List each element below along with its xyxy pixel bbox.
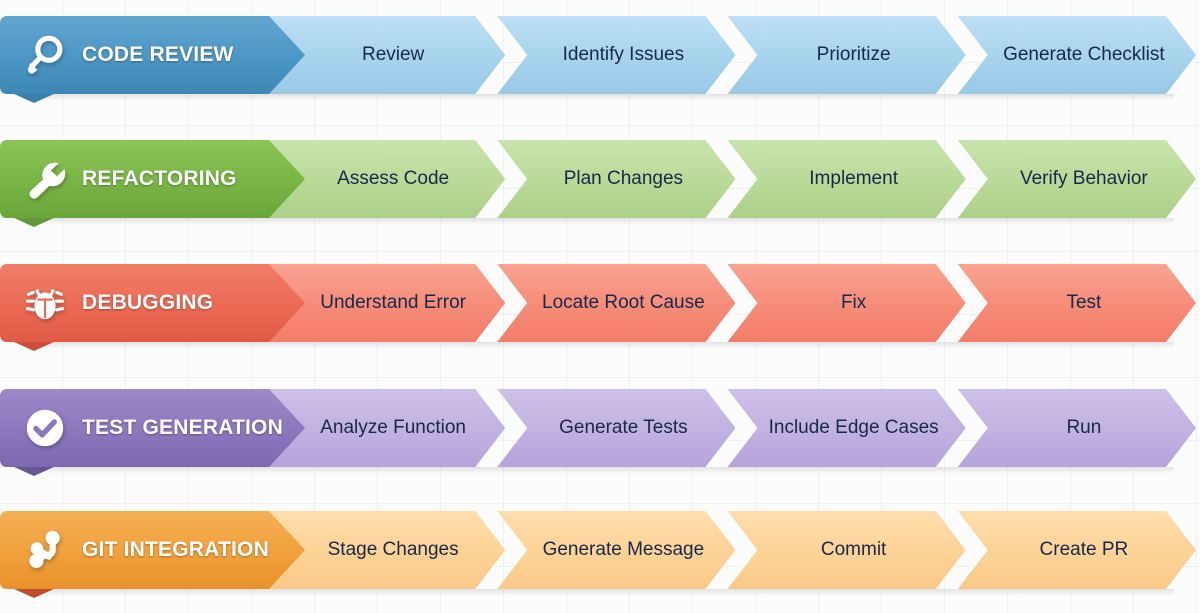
step-chevron[interactable]: Include Edge Cases [728,389,966,467]
step-label: Prioritize [816,44,891,65]
step-chevrons-git-integration: Stage Changes Generate Message Commit Creat… [275,511,1200,589]
step-label: Identify Issues [562,44,685,65]
row-shadow [40,467,1174,474]
row-header-refactoring[interactable]: REFACTORING [0,140,305,218]
step-chevrons-debugging: Understand Error Locate Root Cause Fix Test [275,264,1200,342]
magnifier-icon [22,32,68,78]
step-chevron[interactable]: Understand Error [267,264,505,342]
step-label: Understand Error [320,292,466,313]
row-title: TEST GENERATION [82,416,283,439]
row-title: CODE REVIEW [82,43,234,66]
step-label: Create PR [1039,539,1129,560]
row-header-code-review[interactable]: CODE REVIEW [0,16,305,94]
step-label: Locate Root Cause [542,292,705,313]
step-chevron[interactable]: Identify Issues [497,16,735,94]
row-shadow [40,94,1174,101]
step-chevrons-test-generation: Analyze Function Generate Tests Include Ed… [275,389,1200,467]
row-shadow [40,218,1174,225]
step-chevron[interactable]: Generate Tests [497,389,735,467]
step-chevron[interactable]: Analyze Function [267,389,505,467]
step-label: Commit [820,539,887,560]
wrench-icon [22,156,68,202]
git-branch-icon [22,527,68,573]
step-label: Review [361,44,425,65]
step-chevrons-code-review: Review Identify Issues Prioritize Generate … [275,16,1200,94]
step-chevron[interactable]: Plan Changes [497,140,735,218]
step-chevron[interactable]: Run [958,389,1196,467]
step-label: Fix [840,292,867,313]
row-title: GIT INTEGRATION [82,538,269,561]
row-title: REFACTORING [82,167,237,190]
row-header-debugging[interactable]: DEBUGGING [0,264,305,342]
step-chevron[interactable]: Fix [728,264,966,342]
step-label: Assess Code [337,168,450,189]
step-chevron[interactable]: Locate Root Cause [497,264,735,342]
step-chevron[interactable]: Stage Changes [267,511,505,589]
row-header-test-generation[interactable]: TEST GENERATION [0,389,305,467]
step-chevron[interactable]: Generate Checklist [958,16,1196,94]
row-header-git-integration[interactable]: GIT INTEGRATION [0,511,305,589]
step-chevron[interactable]: Implement [728,140,966,218]
step-label: Include Edge Cases [768,417,939,438]
step-chevron[interactable]: Test [958,264,1196,342]
workflow-row-git-integration[interactable]: GIT INTEGRATION Stage Changes Generate Mes… [0,511,1200,598]
step-label: Run [1066,417,1102,438]
row-title: DEBUGGING [82,291,214,314]
step-chevron[interactable]: Prioritize [728,16,966,94]
step-chevron[interactable]: Commit [728,511,966,589]
step-chevron[interactable]: Verify Behavior [958,140,1196,218]
step-label: Generate Tests [559,417,688,438]
check-circle-icon [22,405,68,451]
step-label: Generate Message [542,539,705,560]
workflow-row-debugging[interactable]: DEBUGGING Understand Error Locate Root Cau… [0,264,1200,351]
workflow-row-code-review[interactable]: CODE REVIEW Review Identify Issues Prioriti… [0,16,1200,103]
row-shadow [40,589,1174,596]
step-label: Test [1066,292,1102,313]
bug-icon [22,280,68,326]
workflow-row-refactoring[interactable]: REFACTORING Assess Code Plan Changes Implem… [0,140,1200,227]
step-chevrons-refactoring: Assess Code Plan Changes Implement Verify B… [275,140,1200,218]
step-label: Analyze Function [320,417,466,438]
step-label: Implement [809,168,898,189]
step-chevron[interactable]: Generate Message [497,511,735,589]
step-chevron[interactable]: Create PR [958,511,1196,589]
step-chevron[interactable]: Review [267,16,505,94]
step-label: Verify Behavior [1019,168,1148,189]
row-shadow [40,342,1174,349]
step-label: Plan Changes [563,168,684,189]
step-label: Generate Checklist [1003,44,1165,65]
workflow-row-test-generation[interactable]: TEST GENERATION Analyze Function Generate … [0,389,1200,476]
step-label: Stage Changes [327,539,459,560]
step-chevron[interactable]: Assess Code [267,140,505,218]
